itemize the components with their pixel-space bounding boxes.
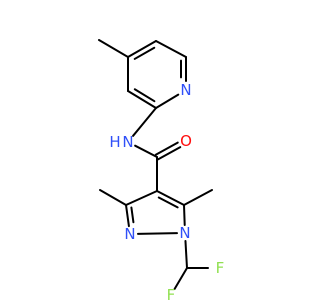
bond-n1-n2 — [137, 232, 178, 235]
bond-c4p-c5p — [156, 190, 185, 206]
bond-cAm-o-b — [154, 141, 179, 156]
bond-c3-c2 — [155, 40, 187, 58]
bond-n1-chf — [184, 239, 188, 269]
bond-c4-c3 — [127, 40, 157, 58]
bond-c3p-c4p — [125, 190, 158, 206]
bond-c3p-me3 — [99, 189, 127, 206]
pyridine-nitrogen-label: N — [180, 81, 191, 99]
bond-c6-c5-inner — [133, 88, 156, 103]
carbonyl-oxygen-label: O — [180, 132, 192, 150]
bond-c6-nH — [132, 107, 157, 137]
bond-c5p-n1 — [183, 204, 186, 227]
pyrazole-n1-label: N — [179, 224, 190, 242]
bond-cAm-o-a — [157, 146, 182, 161]
bond-c5p-me5 — [183, 189, 213, 206]
bond-c6-c5 — [127, 90, 157, 109]
fluorine-1-label: F — [216, 259, 225, 277]
bond-chf-f2 — [173, 267, 188, 290]
bond-n2-c3p — [125, 204, 130, 228]
pyrazole-n2-label: N — [124, 225, 135, 243]
fluorine-2-label: F — [167, 286, 176, 300]
bond-group — [98, 39, 213, 290]
bond-c4-c3-inner — [133, 46, 156, 60]
amide-hydrogen-label: H — [109, 133, 120, 151]
bond-c4p-c5p-inner — [157, 196, 179, 209]
bond-nH-cAm — [134, 144, 158, 158]
bond-cMe-c4 — [98, 39, 129, 58]
bond-nPy-c6 — [155, 93, 180, 109]
bond-n2-c3p-inner — [130, 206, 135, 224]
amide-nitrogen-label: N — [122, 133, 133, 151]
